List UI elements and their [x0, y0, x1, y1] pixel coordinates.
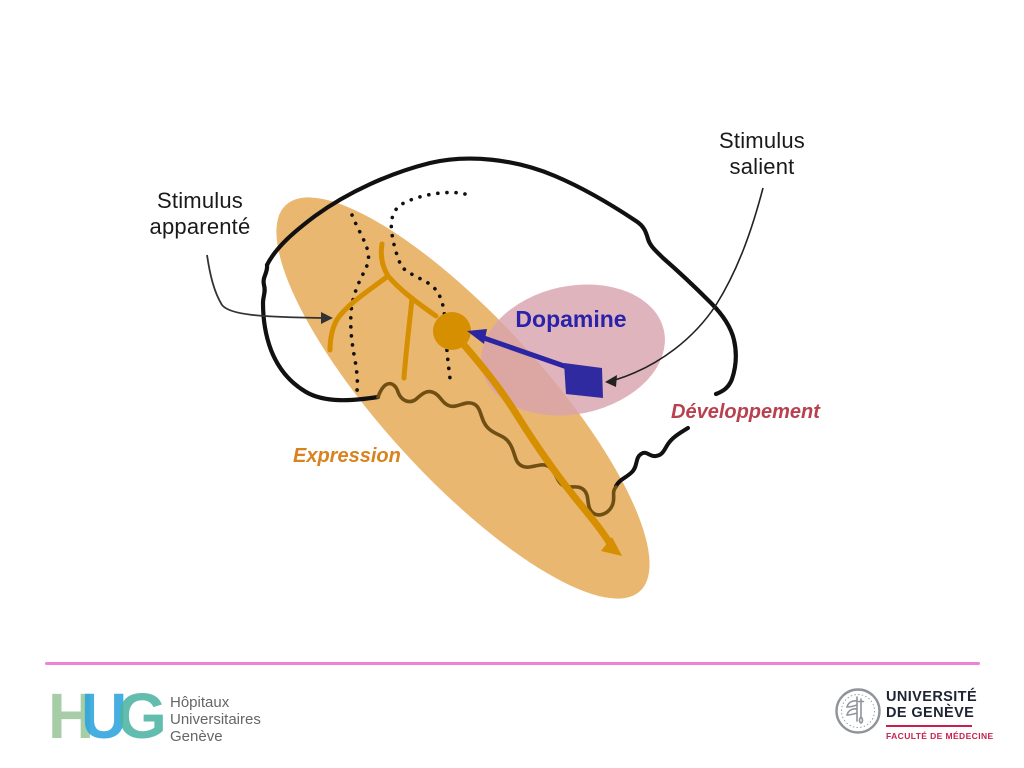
label-dopamine: Dopamine — [515, 306, 627, 332]
inferior-boundary-wavy-line — [376, 381, 618, 517]
label-expression: Expression — [293, 445, 401, 467]
label-developpement: Développement — [668, 401, 823, 424]
dopamine-arrowhead — [467, 329, 487, 344]
dopamine-arrow — [480, 334, 568, 370]
hug-letter-g: G — [117, 680, 167, 752]
brain-outline-cerebellum — [614, 426, 690, 488]
dotted-sulcus-right — [389, 190, 467, 387]
unige-name-line2: DE GENÈVE — [886, 705, 975, 721]
hug-name-line1: Hôpitaux — [170, 694, 230, 711]
footer-divider-line — [45, 662, 980, 665]
label-stimulus-salient: Stimulus salient — [719, 128, 805, 179]
hug-logo: H U G — [48, 684, 178, 748]
unige-text-block: UNIVERSITÉ DE GENÈVE FACULTÉ DE MÉDECINE — [886, 689, 994, 741]
brain-outline — [260, 156, 738, 403]
expression-zone-ellipse — [276, 197, 650, 599]
unige-logo: UNIVERSITÉ DE GENÈVE FACULTÉ DE MÉDECINE — [834, 685, 994, 750]
hug-letter-h: H — [48, 680, 95, 752]
dopamine-cell-body — [433, 312, 471, 350]
hug-name-line2: Universitaires — [170, 711, 261, 728]
hug-name: Hôpitaux Universitaires Genève — [170, 694, 261, 745]
leader-stimulus-salient — [614, 187, 764, 381]
dopamine-projection-trunk — [448, 327, 615, 549]
leader-apparente-arrowhead — [321, 312, 333, 324]
leader-stimulus-apparente — [206, 254, 323, 319]
hug-name-line3: Genève — [170, 728, 223, 745]
trunk-arrowhead — [601, 537, 622, 556]
leader-salient-arrowhead — [605, 375, 617, 387]
unige-divider — [886, 725, 972, 727]
unige-name-line1: UNIVERSITÉ — [886, 689, 978, 705]
dotted-sulcus-left — [348, 213, 371, 393]
label-stimulus-apparente: Stimulus apparenté — [149, 188, 251, 239]
development-zone-ellipse — [481, 284, 665, 416]
hug-letter-u: U — [81, 680, 128, 752]
unige-faculty: FACULTÉ DE MÉDECINE — [886, 731, 994, 741]
salient-stimulus-square — [564, 363, 603, 398]
unige-seal-icon — [835, 688, 881, 734]
dopamine-projection-branches — [327, 241, 439, 381]
